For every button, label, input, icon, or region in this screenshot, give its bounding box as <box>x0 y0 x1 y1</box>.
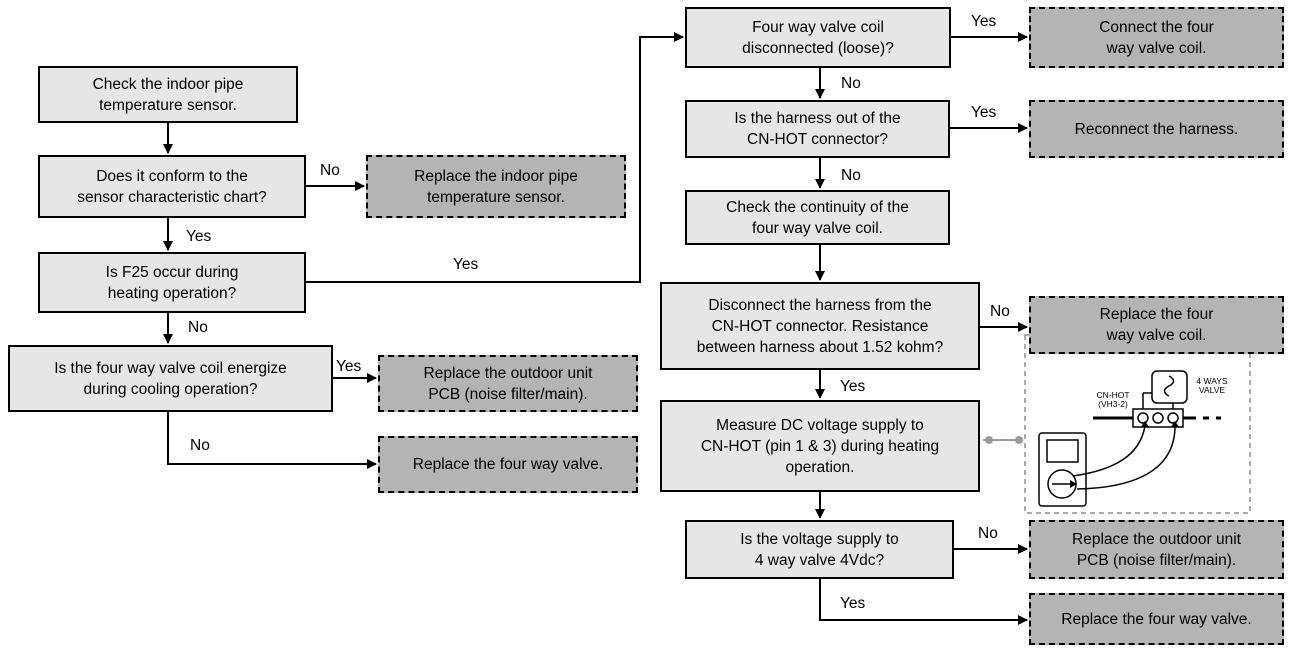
label-conform-yes: Yes <box>186 228 212 245</box>
label-coil-disc-yes: Yes <box>971 13 997 30</box>
connector-pin-2 <box>1152 412 1164 424</box>
inset-frame <box>1024 334 1251 514</box>
label-resistance-no: No <box>990 303 1010 320</box>
action-replace-pcb-left: Replace the outdoor unit PCB (noise filt… <box>378 355 638 412</box>
label-f25-no: No <box>188 319 208 336</box>
action-replace-coil: Replace the four way valve coil. <box>1029 296 1284 354</box>
valve-coil-body <box>1151 370 1188 404</box>
label-voltage-no: No <box>978 525 998 542</box>
step-check-continuity: Check the continuity of the four way val… <box>685 190 950 245</box>
step-disconnect-resistance: Disconnect the harness from the CN-HOT c… <box>660 282 980 370</box>
arrow-voltage-yes <box>819 579 1028 625</box>
label-harness-no: No <box>841 167 861 184</box>
inset-pointer-dot-left <box>985 436 993 444</box>
inset-valve-label: 4 WAYS VALVE <box>1196 376 1228 395</box>
multimeter-body <box>1038 432 1087 507</box>
action-replace-valve-right: Replace the four way valve. <box>1029 593 1284 645</box>
arrow-energize-no <box>167 412 377 469</box>
label-voltage-yes: Yes <box>840 595 866 612</box>
step-f25-heating: Is F25 occur during heating operation? <box>38 252 306 313</box>
step-coil-disconnected: Four way valve coil disconnected (loose)… <box>685 7 951 68</box>
label-energize-no: No <box>190 437 210 454</box>
label-resistance-yes: Yes <box>840 378 866 395</box>
action-reconnect-harness: Reconnect the harness. <box>1029 100 1284 158</box>
label-f25-yes: Yes <box>453 256 479 273</box>
valve-coil-winding <box>1163 375 1175 397</box>
arrow-f25-yes <box>306 32 684 283</box>
step-harness-out: Is the harness out of the CN-HOT connect… <box>685 100 950 158</box>
action-replace-valve-left: Replace the four way valve. <box>378 436 638 493</box>
probe-lead-2 <box>1076 425 1176 490</box>
label-conform-no: No <box>320 162 340 179</box>
label-harness-yes: Yes <box>971 104 997 121</box>
label-coil-disc-no: No <box>841 75 861 92</box>
step-coil-energize-cooling: Is the four way valve coil energize duri… <box>8 345 333 412</box>
cn-hot-wiring-illustration <box>983 334 1251 514</box>
inset-pointer-dot-right <box>1015 436 1023 444</box>
label-energize-yes: Yes <box>336 358 362 375</box>
step-measure-dc: Measure DC voltage supply to CN-HOT (pin… <box>660 400 980 492</box>
step-check-indoor-sensor: Check the indoor pipe temperature sensor… <box>38 66 298 123</box>
probe-lead-1 <box>1072 425 1146 477</box>
step-voltage-4vdc: Is the voltage supply to 4 way valve 4Vd… <box>685 520 954 579</box>
inset-connector-label: CN-HOT (VH3-2) <box>1096 390 1130 409</box>
step-conform-chart: Does it conform to the sensor characteri… <box>38 155 306 218</box>
connector-pin-3 <box>1167 412 1179 424</box>
action-replace-indoor-sensor: Replace the indoor pipe temperature sens… <box>366 155 626 218</box>
action-replace-pcb-right: Replace the outdoor unit PCB (noise filt… <box>1029 520 1284 579</box>
connector-pin-1 <box>1137 412 1149 424</box>
action-connect-coil: Connect the four way valve coil. <box>1029 7 1284 68</box>
cn-hot-connector <box>1132 408 1184 428</box>
multimeter-display <box>1046 439 1079 463</box>
